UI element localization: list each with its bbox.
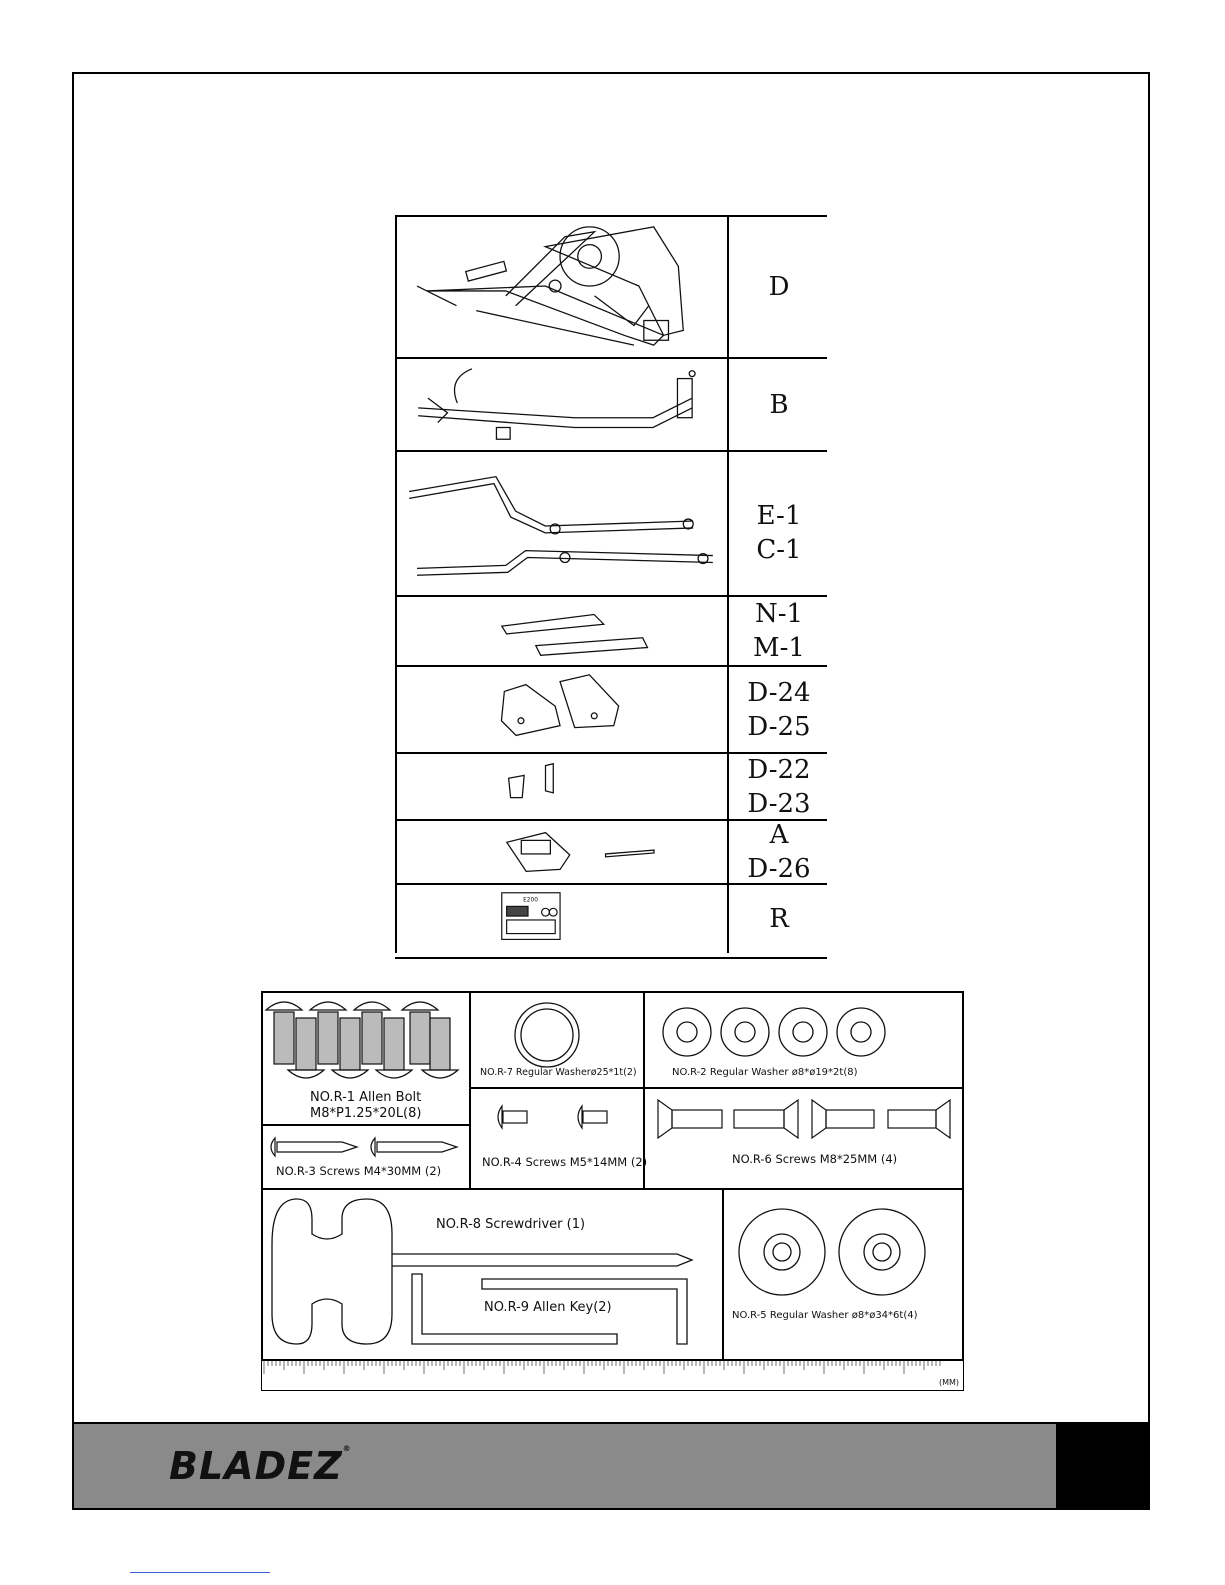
allen-bolt-icon bbox=[264, 1001, 460, 1079]
part-row-d: D bbox=[395, 215, 827, 357]
ruler-ticks bbox=[263, 1360, 941, 1374]
ruler-unit: (MM) bbox=[938, 1378, 959, 1387]
part-image-main-frame bbox=[395, 217, 729, 357]
part-codes: D bbox=[731, 217, 827, 357]
part-code: N-1 bbox=[754, 599, 804, 629]
part-code: D-23 bbox=[747, 788, 811, 819]
part-code: E-1 bbox=[756, 501, 802, 531]
small-washer-icon bbox=[662, 1007, 886, 1057]
part-row-b: B bbox=[395, 357, 827, 450]
part-code: M-1 bbox=[753, 633, 805, 663]
brand-logo: BLADEZ® bbox=[169, 1444, 352, 1488]
thick-washer-icon bbox=[738, 1208, 926, 1296]
hw-label-r4: NO.R-4 Screws M5*14MM (2) bbox=[482, 1155, 648, 1169]
part-codes: N-1 M-1 bbox=[731, 597, 827, 665]
screwdriver-icon bbox=[271, 1198, 694, 1345]
part-code: D bbox=[768, 272, 790, 302]
hw-cell-r7 bbox=[470, 992, 644, 1088]
hw-cell-r5 bbox=[723, 1189, 963, 1361]
hw-label-r1: NO.R-1 Allen Bolt bbox=[310, 1090, 422, 1105]
countersunk-screw-icon bbox=[657, 1098, 951, 1140]
hw-cell-r2 bbox=[644, 992, 963, 1088]
part-image-base-frame bbox=[395, 359, 729, 450]
hw-label-r5: NO.R-5 Regular Washer ø8*ø34*6t(4) bbox=[732, 1310, 918, 1321]
part-image-pedals bbox=[395, 597, 729, 665]
hw-label-r3: NO.R-3 Screws M4*30MM (2) bbox=[276, 1164, 442, 1178]
link-underline bbox=[130, 1572, 270, 1573]
hw-label-r9: NO.R-9 Allen Key(2) bbox=[484, 1300, 612, 1315]
part-codes: A D-26 bbox=[731, 820, 827, 884]
part-code: B bbox=[769, 389, 789, 420]
part-codes: B bbox=[731, 359, 827, 450]
brand-mark: ® bbox=[342, 1444, 352, 1453]
mm-ruler: (MM) bbox=[262, 1359, 963, 1390]
hw-label-r6: NO.R-6 Screws M8*25MM (4) bbox=[732, 1152, 898, 1166]
part-row-console: A D-26 bbox=[395, 819, 827, 884]
hw-label-r7: NO.R-7 Regular Washerø25*1t(2) bbox=[480, 1067, 637, 1078]
part-code: C-1 bbox=[756, 535, 802, 565]
hw-cell-r6 bbox=[644, 1088, 963, 1189]
part-codes: D-22 D-23 bbox=[731, 754, 827, 819]
part-row-pedals: N-1 M-1 bbox=[395, 595, 827, 665]
footer-bar: BLADEZ® bbox=[72, 1422, 1150, 1510]
large-washer-icon bbox=[514, 1002, 580, 1068]
hw-label-r1-size: M8*P1.25*20L(8) bbox=[310, 1106, 422, 1121]
part-code: D-24 bbox=[747, 677, 811, 708]
part-image-small-covers bbox=[395, 754, 729, 819]
part-code: D-22 bbox=[747, 754, 811, 785]
parts-table-bottom-border bbox=[395, 957, 827, 959]
part-codes: D-24 D-25 bbox=[731, 667, 827, 752]
part-code: D-25 bbox=[747, 711, 811, 742]
brand-name: BLADEZ bbox=[169, 1444, 343, 1488]
part-codes: R bbox=[731, 885, 827, 953]
hw-cell-tools bbox=[262, 1189, 723, 1361]
machine-screw-icon bbox=[497, 1104, 608, 1130]
part-codes: E-1 C-1 bbox=[731, 452, 827, 595]
hw-label-r8: NO.R-8 Screwdriver (1) bbox=[436, 1217, 586, 1232]
part-image-handle-arms bbox=[395, 452, 729, 595]
hardware-panel: NO.R-1 Allen Bolt M8*P1.25*20L(8) NO.R-7… bbox=[261, 991, 964, 1391]
part-image-console bbox=[395, 821, 729, 883]
part-image-hardware-pack: E200 bbox=[395, 885, 729, 953]
part-code: R bbox=[769, 904, 789, 934]
hw-cell-r1 bbox=[262, 992, 470, 1125]
parts-table: D B bbox=[395, 215, 827, 953]
part-row-arms: E-1 C-1 bbox=[395, 450, 827, 595]
part-code: A bbox=[769, 820, 789, 850]
hw-label-r2: NO.R-2 Regular Washer ø8*ø19*2t(8) bbox=[672, 1067, 858, 1078]
part-row-covers: D-24 D-25 bbox=[395, 665, 827, 752]
wood-screw-icon bbox=[270, 1136, 459, 1158]
page-number-block bbox=[1056, 1424, 1148, 1508]
hw-cell-r4 bbox=[470, 1088, 644, 1189]
part-row-hardware-pack: E200 R bbox=[395, 883, 827, 953]
part-image-side-covers bbox=[395, 667, 729, 752]
part-code: D-26 bbox=[747, 854, 811, 884]
hardware-pack-label: E200 bbox=[523, 898, 538, 904]
part-row-small-covers: D-22 D-23 bbox=[395, 752, 827, 819]
hw-cell-r3 bbox=[262, 1125, 470, 1189]
